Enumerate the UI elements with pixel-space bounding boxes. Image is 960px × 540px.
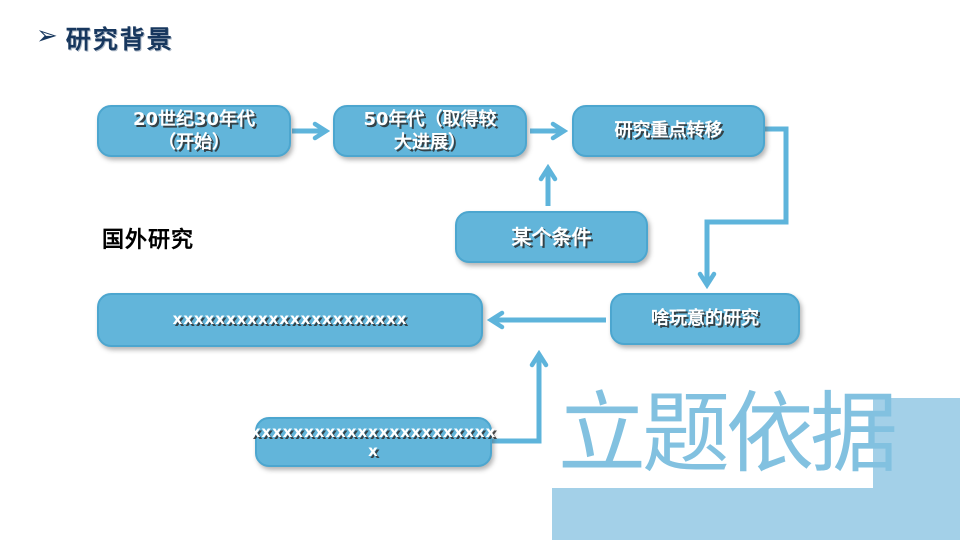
flow-box-label: 啥玩意的研究: [651, 308, 759, 330]
flow-box-placeholder-small: xxxxxxxxxxxxxxxxxxxxxxx x: [251, 417, 495, 467]
flow-box-label: 某个条件: [511, 225, 592, 249]
flow-box-era-1930s: 20世纪30年代 （开始）: [97, 105, 291, 157]
flow-box-label: xxxxxxxxxxxxxxxxxxxxxx: [172, 310, 408, 329]
flow-box-label: 研究重点转移: [614, 120, 723, 142]
arrow-bullet-icon: ➢: [36, 21, 58, 51]
slide-title: ➢ 研究背景: [36, 20, 174, 56]
accent-bar-right: [873, 398, 960, 490]
flow-box-label: （开始）: [158, 132, 230, 153]
flow-box-label: x: [368, 442, 379, 460]
flow-box-label: 大进展）: [394, 132, 466, 153]
flow-box-whatever-research: 啥玩意的研究: [610, 293, 800, 345]
flow-box-label: 50年代（取得较: [363, 108, 497, 130]
watermark-topic-basis: 立题依据: [558, 382, 898, 485]
flow-box-placeholder-long: xxxxxxxxxxxxxxxxxxxxxx: [97, 293, 483, 347]
flow-box-condition: 某个条件: [455, 211, 648, 263]
accent-bar-bottom: [552, 488, 960, 540]
section-label-domestic-foreign: 国外研究: [102, 228, 195, 253]
flow-box-label: xxxxxxxxxxxxxxxxxxxxxxx: [250, 422, 497, 441]
flow-box-focus-shift: 研究重点转移: [572, 105, 765, 157]
flow-box-label: 20世纪30年代: [132, 108, 256, 130]
flow-box-era-1950s: 50年代（取得较 大进展）: [333, 105, 527, 157]
slide-title-text: 研究背景: [65, 25, 174, 54]
connector-small-to-long: [492, 354, 539, 444]
